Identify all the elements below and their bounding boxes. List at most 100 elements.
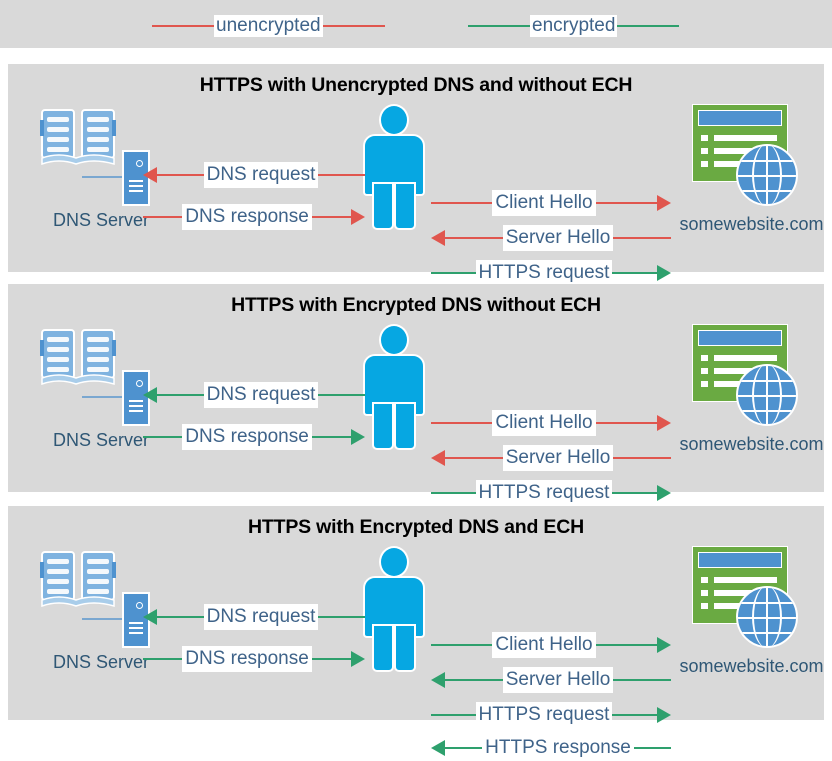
- server-slots: [129, 622, 143, 637]
- flow-label: DNS request: [203, 604, 319, 630]
- dns-server-label: DNS Server: [52, 210, 150, 230]
- arrow-line: [431, 644, 493, 646]
- arrow-line: [633, 747, 672, 749]
- arrow-line: [143, 436, 183, 438]
- browser-titlebar: [698, 552, 782, 568]
- gear-icon: [136, 380, 143, 387]
- book-icon: [40, 548, 116, 614]
- flow-row: Client Hello: [431, 632, 671, 658]
- panel-title: HTTPS with Encrypted DNS and ECH: [248, 516, 584, 538]
- arrow-line: [431, 714, 476, 716]
- arrow-head-left: [431, 450, 445, 466]
- legend-line-unencrypted-right: [322, 25, 385, 27]
- book-icon-svg: [40, 109, 116, 166]
- arrow-line: [595, 644, 657, 646]
- website-group: somewebsite.com: [676, 324, 826, 469]
- globe-icon: [736, 144, 798, 206]
- dns-link-line: [82, 396, 124, 398]
- arrow-head-left: [431, 230, 445, 246]
- legend-label-encrypted: encrypted: [530, 15, 618, 37]
- flow-label: DNS request: [203, 162, 319, 188]
- arrow-line: [445, 237, 503, 239]
- legend-label-unencrypted: unencrypted: [214, 15, 323, 37]
- arrow-head-right: [657, 415, 671, 431]
- user-icon: [361, 104, 427, 230]
- dns-server-label: DNS Server: [52, 652, 150, 672]
- flow-label: Server Hello: [502, 445, 614, 471]
- browser-titlebar: [698, 110, 782, 126]
- arrow-line: [431, 272, 476, 274]
- arrow-head-left: [143, 387, 157, 403]
- flow-label: Client Hello: [492, 410, 596, 436]
- flow-label: DNS response: [182, 424, 312, 450]
- arrow-line: [613, 237, 672, 239]
- arrow-line: [311, 216, 351, 218]
- user-head: [379, 324, 409, 356]
- arrow-line: [595, 202, 657, 204]
- book-icon-svg: [40, 329, 116, 386]
- flow-label: Client Hello: [492, 632, 596, 658]
- user-leg-left: [372, 182, 394, 230]
- user-head: [379, 104, 409, 136]
- flow-row: Client Hello: [431, 410, 671, 436]
- flow-row: Server Hello: [431, 667, 672, 693]
- arrow-head-left: [143, 167, 157, 183]
- dns-server-group: DNS Server: [30, 548, 170, 688]
- user-leg-left: [372, 624, 394, 672]
- flow-label: HTTPS request: [475, 480, 613, 506]
- arrow-line: [431, 422, 493, 424]
- arrow-line: [612, 492, 657, 494]
- arrow-head-right: [351, 209, 365, 225]
- user-leg-right: [394, 182, 416, 230]
- arrow-line: [311, 436, 351, 438]
- arrow-line: [612, 714, 657, 716]
- flow-row: DNS response: [143, 646, 365, 672]
- flow-label: Server Hello: [502, 225, 614, 251]
- arrow-line: [157, 616, 204, 618]
- arrow-head-right: [657, 195, 671, 211]
- legend-panel: unencrypted encrypted: [0, 0, 832, 48]
- arrow-line: [431, 202, 493, 204]
- gear-icon: [136, 602, 143, 609]
- arrow-line: [445, 747, 483, 749]
- arrow-line: [613, 679, 672, 681]
- website-label: somewebsite.com: [679, 214, 824, 234]
- scenario-panel-2: HTTPS with Encrypted DNS without ECH DNS…: [8, 284, 826, 539]
- flow-label: HTTPS request: [475, 260, 613, 286]
- flow-row: HTTPS request: [431, 702, 671, 728]
- flow-row: HTTPS request: [431, 260, 671, 286]
- arrow-head-right: [351, 429, 365, 445]
- arrow-line: [613, 457, 672, 459]
- arrow-line: [143, 216, 183, 218]
- arrow-line: [318, 616, 365, 618]
- book-icon: [40, 326, 116, 392]
- flow-row: DNS request: [143, 604, 365, 630]
- flow-label: HTTPS response: [482, 735, 634, 761]
- globe-icon: [736, 586, 798, 648]
- scenario-panel-3: HTTPS with Encrypted DNS and ECH DNS Ser…: [8, 506, 824, 761]
- server-slots: [129, 400, 143, 415]
- flow-row: Server Hello: [431, 445, 672, 471]
- arrow-line: [612, 272, 657, 274]
- flow-label: Client Hello: [492, 190, 596, 216]
- scenario-panel-1: HTTPS with Unencrypted DNS and without E…: [8, 64, 826, 319]
- book-icon-svg: [40, 551, 116, 608]
- arrow-line: [157, 174, 204, 176]
- dns-server-group: DNS Server: [30, 106, 170, 246]
- legend-item-unencrypted: unencrypted: [152, 14, 385, 38]
- flow-label: DNS response: [182, 646, 312, 672]
- arrow-line: [445, 457, 503, 459]
- arrow-head-right: [657, 707, 671, 723]
- flow-label: HTTPS request: [475, 702, 613, 728]
- dns-link-line: [82, 176, 124, 178]
- user-icon: [361, 324, 427, 450]
- legend-line-encrypted: [468, 25, 530, 27]
- arrow-head-right: [657, 485, 671, 501]
- arrow-line: [595, 422, 657, 424]
- flow-row: DNS request: [143, 162, 365, 188]
- gear-icon: [136, 160, 143, 167]
- website-group: somewebsite.com: [676, 104, 826, 249]
- legend-line-encrypted-right: [617, 25, 680, 27]
- browser-titlebar: [698, 330, 782, 346]
- panel-title: HTTPS with Encrypted DNS without ECH: [231, 294, 601, 316]
